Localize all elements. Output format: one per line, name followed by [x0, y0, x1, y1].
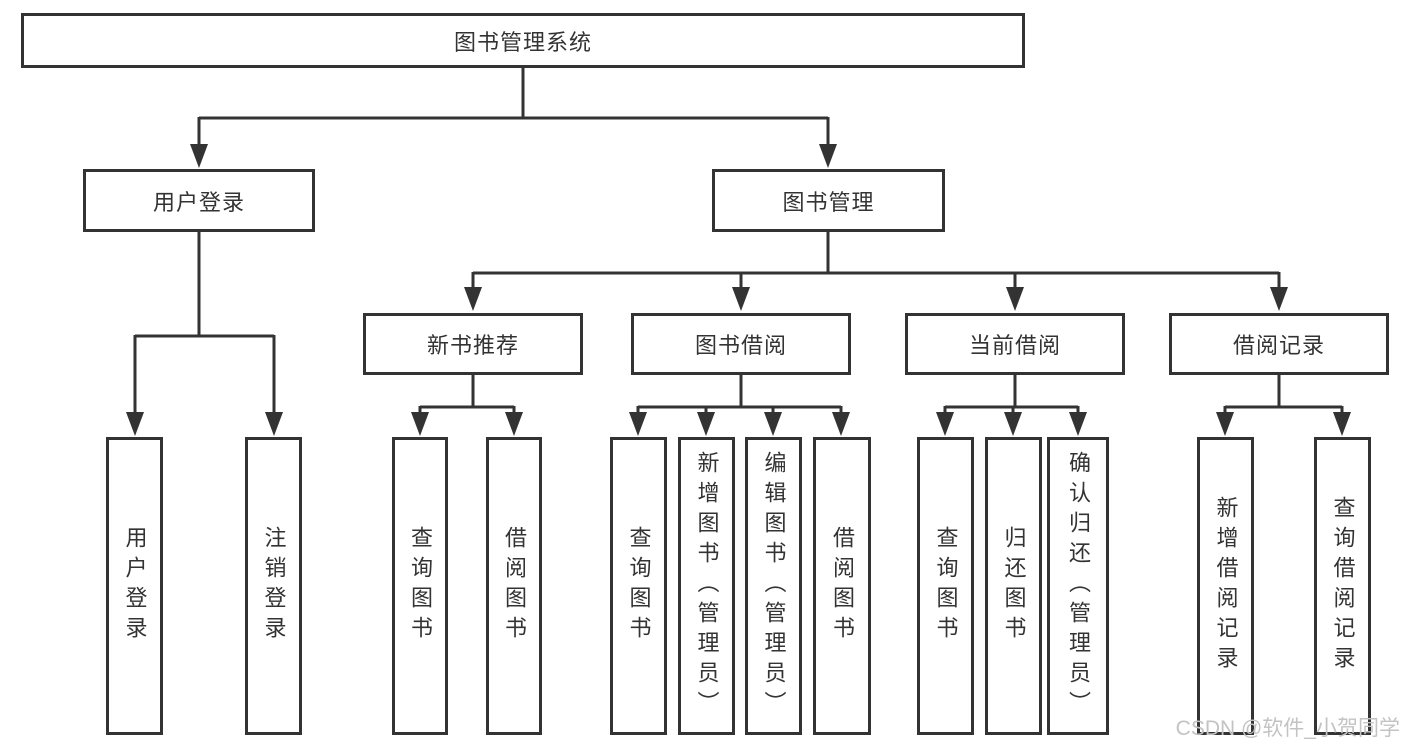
node-current-borrowing-label: 当前借阅 — [968, 333, 1061, 358]
node-new-book-recommend: 新书推荐 — [363, 313, 583, 375]
leaf-add-book-admin: 新增图书（管理员） — [678, 437, 735, 735]
node-root-system-label: 图书管理系统 — [453, 29, 592, 55]
leaf-return-book: 归还图书 — [985, 437, 1042, 735]
node-user-login-branch-label: 用户登录 — [152, 189, 245, 215]
leaf-return-book-label: 归还图书 — [1001, 526, 1027, 646]
arrowheads — [126, 144, 1351, 436]
leaf-user-login: 用户登录 — [106, 437, 163, 735]
leaf-borrow-book-recommend: 借阅图书 — [486, 437, 542, 735]
leaf-query-borrow-record: 查询借阅记录 — [1314, 437, 1371, 735]
node-book-management-branch-label: 图书管理 — [782, 189, 875, 215]
leaf-add-borrow-record-label: 新增借阅记录 — [1213, 496, 1239, 676]
node-book-borrowing-label: 图书借阅 — [694, 333, 787, 358]
leaf-add-book-admin-label: 新增图书（管理员） — [694, 451, 720, 721]
leaf-query-book-borrowing: 查询图书 — [610, 437, 667, 735]
leaf-query-book-borrowing-label: 查询图书 — [626, 526, 652, 646]
leaf-borrow-book: 借阅图书 — [813, 437, 871, 735]
leaf-user-login-label: 用户登录 — [122, 526, 148, 646]
leaf-logout-label: 注销登录 — [261, 526, 287, 646]
node-new-book-recommend-label: 新书推荐 — [426, 333, 519, 358]
leaf-query-book-recommend-label: 查询图书 — [408, 526, 433, 646]
leaf-confirm-return-admin: 确认归还（管理员） — [1047, 437, 1109, 735]
node-borrowing-records: 借阅记录 — [1169, 313, 1389, 375]
leaf-edit-book-admin-label: 编辑图书（管理员） — [761, 451, 787, 721]
leaf-logout: 注销登录 — [245, 437, 302, 735]
leaf-edit-book-admin: 编辑图书（管理员） — [745, 437, 802, 735]
node-current-borrowing: 当前借阅 — [905, 313, 1125, 375]
leaf-borrow-book-label: 借阅图书 — [830, 526, 855, 646]
leaf-confirm-return-admin-label: 确认归还（管理员） — [1066, 451, 1091, 721]
node-root-system: 图书管理系统 — [21, 13, 1025, 68]
leaf-borrow-book-recommend-label: 借阅图书 — [502, 526, 527, 646]
node-borrowing-records-label: 借阅记录 — [1232, 333, 1325, 358]
node-book-borrowing: 图书借阅 — [631, 313, 851, 375]
leaf-query-book-recommend: 查询图书 — [392, 437, 448, 735]
leaf-query-borrow-record-label: 查询借阅记录 — [1330, 496, 1356, 676]
leaf-query-book-current: 查询图书 — [917, 437, 974, 735]
leaf-query-book-current-label: 查询图书 — [933, 526, 959, 646]
node-user-login-branch: 用户登录 — [83, 169, 315, 232]
node-book-management-branch: 图书管理 — [712, 169, 945, 232]
leaf-add-borrow-record: 新增借阅记录 — [1197, 437, 1254, 735]
csdn-watermark: CSDN @软件_小贺同学 — [1175, 717, 1400, 740]
